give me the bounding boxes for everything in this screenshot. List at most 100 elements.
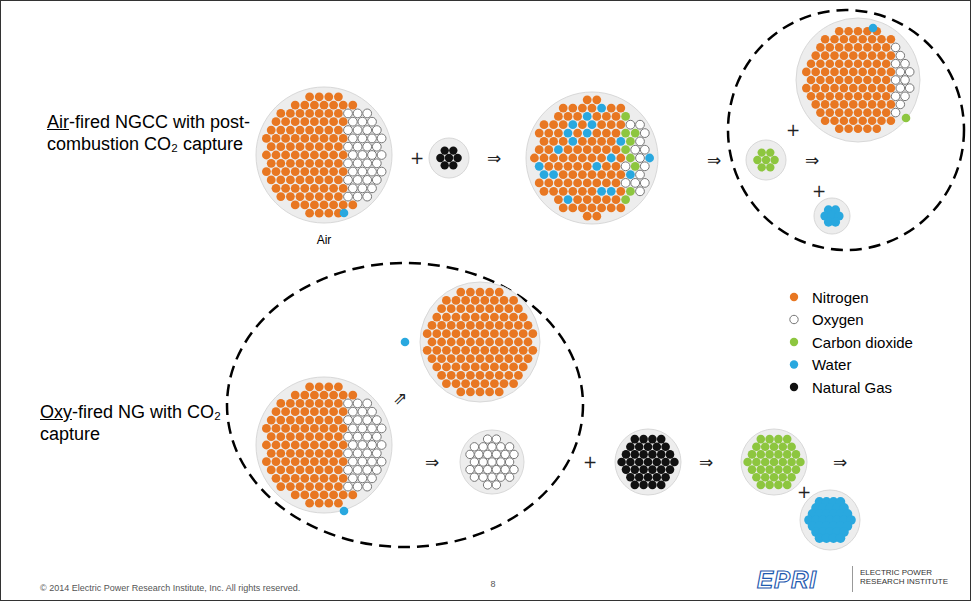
molecule-dot	[863, 59, 872, 68]
molecule-dot	[644, 443, 653, 452]
molecule-dot	[296, 416, 305, 425]
molecule-dot	[514, 338, 523, 347]
molecule-dot	[286, 192, 295, 201]
molecule-dot	[281, 424, 290, 433]
molecule-dot	[262, 457, 271, 466]
operator-symbol: +	[812, 181, 826, 201]
molecule-dot	[774, 481, 783, 490]
molecule-dot	[835, 125, 844, 134]
gas-mixture-circle	[526, 92, 658, 224]
molecule-dot	[305, 176, 314, 185]
molecule-dot	[607, 137, 616, 146]
legend-text: Water	[812, 356, 851, 373]
molecule-dot	[626, 187, 635, 196]
footer-text: © 2014 Electric Power Research Institute…	[40, 583, 300, 594]
molecule-dot	[661, 473, 670, 482]
molecule-dot	[320, 441, 329, 450]
molecule-dot	[592, 145, 601, 154]
molecule-dot	[442, 346, 451, 355]
operator-symbol: ⇒	[707, 150, 721, 170]
legend-swatch	[790, 338, 798, 346]
molecule-dot	[300, 441, 309, 450]
molecule-dot	[485, 338, 494, 347]
molecule-dot	[578, 154, 587, 163]
molecule-dot	[272, 151, 281, 160]
molecule-dot	[597, 154, 606, 163]
molecule-dot	[868, 84, 877, 93]
molecule-dot	[466, 371, 475, 380]
molecule-dot	[500, 379, 509, 388]
molecule-dot	[835, 92, 844, 101]
molecule-dot	[305, 416, 314, 425]
molecule-dot	[519, 346, 528, 355]
molecule-dot	[334, 159, 343, 168]
molecule-dot	[826, 59, 835, 68]
molecule-dot	[544, 162, 553, 171]
molecule-dot	[592, 95, 601, 104]
molecule-dot	[607, 154, 616, 163]
molecule-dot	[514, 354, 523, 363]
molecule-dot	[554, 129, 563, 138]
molecule-dot	[353, 176, 362, 185]
molecule-dot	[276, 159, 285, 168]
molecule-dot	[432, 313, 441, 322]
molecule-dot	[339, 424, 348, 433]
molecule-dot	[315, 159, 324, 168]
molecule-dot	[286, 399, 295, 408]
molecule-dot	[334, 466, 343, 475]
molecule-dot	[368, 184, 377, 193]
molecule-dot	[324, 499, 333, 508]
molecule-dot	[616, 120, 625, 129]
molecule-dot	[626, 154, 635, 163]
molecule-dot	[549, 170, 558, 179]
molecule-dot	[559, 154, 568, 163]
molecule-dot	[854, 76, 863, 85]
molecule-dot	[854, 108, 863, 117]
molecule-dot	[272, 474, 281, 483]
molecule-dot	[291, 167, 300, 176]
molecule-dot	[334, 192, 343, 201]
molecule-dot	[644, 458, 653, 467]
molecule-dot	[291, 184, 300, 193]
molecule-dot	[635, 473, 644, 482]
molecule-dot	[324, 92, 333, 101]
logo-text: EPRI	[757, 566, 817, 595]
molecule-dot	[452, 313, 461, 322]
molecule-dot	[807, 92, 816, 101]
molecule-dot	[276, 482, 285, 491]
molecule-dot	[272, 424, 281, 433]
molecule-dot	[466, 354, 475, 363]
molecule-dot	[276, 416, 285, 425]
molecule-dot	[339, 407, 348, 416]
molecule-dot	[339, 201, 348, 210]
molecule-dot	[770, 443, 779, 452]
molecule-dot	[296, 142, 305, 151]
molecule-dot	[631, 129, 640, 138]
molecule-dot	[858, 100, 867, 109]
molecule-dot	[377, 441, 386, 450]
molecule-dot	[305, 92, 314, 101]
molecule-dot	[873, 43, 882, 52]
molecule-dot	[597, 137, 606, 146]
molecule-dot	[315, 209, 324, 218]
molecule-dot	[891, 43, 900, 52]
molecule-dot	[568, 187, 577, 196]
molecule-dot	[300, 134, 309, 143]
molecule-dot	[334, 109, 343, 118]
molecule-dot	[310, 167, 319, 176]
molecule-dot	[578, 137, 587, 146]
molecule-dot	[636, 137, 645, 146]
molecule-dot	[461, 363, 470, 372]
molecule-dot	[423, 346, 432, 355]
molecule-dot	[504, 371, 513, 380]
molecule-dot	[324, 382, 333, 391]
molecule-dot	[858, 68, 867, 77]
molecule-dot	[291, 424, 300, 433]
operator-symbol: ⇒	[833, 452, 847, 472]
molecule-dot	[334, 499, 343, 508]
molecule-dot	[873, 125, 882, 134]
molecule-dot	[626, 458, 635, 467]
molecule-dot	[635, 443, 644, 452]
molecule-dot	[437, 338, 446, 347]
molecule-dot	[626, 443, 635, 452]
